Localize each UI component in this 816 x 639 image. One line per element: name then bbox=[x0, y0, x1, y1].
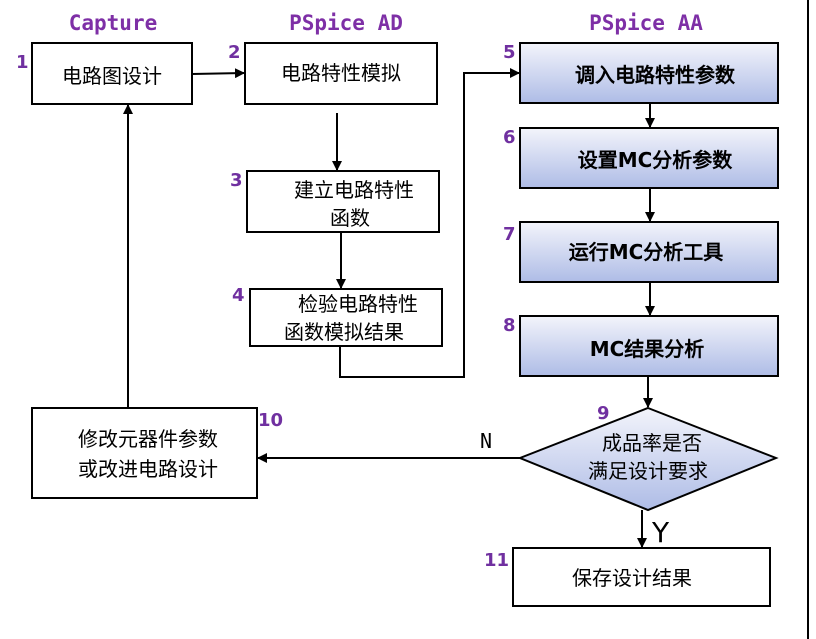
step-3-label-line2: 函数 bbox=[330, 206, 370, 230]
step-2-label: 电路特性模拟 bbox=[281, 61, 401, 85]
step-3-label-line1: 建立电路特性 bbox=[294, 178, 414, 202]
step-6-label: 设置MC分析参数 bbox=[578, 148, 734, 172]
branch-no-label: N bbox=[480, 429, 492, 453]
arrow-1-to-2 bbox=[191, 68, 245, 79]
step-7-number: 7 bbox=[503, 224, 516, 245]
step-4-number: 4 bbox=[232, 285, 245, 306]
header-capture: Capture bbox=[69, 11, 158, 35]
step-8-box bbox=[519, 315, 779, 377]
step-2-number: 2 bbox=[228, 42, 241, 63]
step-8-number: 8 bbox=[503, 315, 516, 336]
step-10-box bbox=[31, 407, 258, 499]
step-4-label-line1: 检验电路特性 bbox=[298, 292, 418, 316]
header-pspice-aa: PSpice AA bbox=[589, 11, 703, 35]
branch-yes-label: Y bbox=[651, 516, 670, 549]
step-9-label-line1: 成品率是否 bbox=[602, 431, 702, 455]
step-1-label: 电路图设计 bbox=[62, 64, 162, 88]
step-9-label-line2: 满足设计要求 bbox=[588, 459, 708, 483]
step-4-label-line2: 函数模拟结果 bbox=[284, 320, 404, 344]
step-6-number: 6 bbox=[503, 127, 516, 148]
step-5-label: 调入电路特性参数 bbox=[575, 63, 736, 87]
header-pspice-ad: PSpice AD bbox=[289, 11, 403, 35]
step-9-decision-diamond bbox=[517, 406, 779, 512]
step-9-number: 9 bbox=[597, 403, 610, 424]
step-5-number: 5 bbox=[503, 42, 516, 63]
step-10-label-line2: 或改进电路设计 bbox=[78, 457, 218, 481]
step-8-label: MC结果分析 bbox=[590, 337, 705, 361]
step-6-box bbox=[519, 127, 779, 189]
arrow-4-to-5 bbox=[339, 68, 520, 378]
step-11-box bbox=[512, 547, 771, 607]
step-10-number: 10 bbox=[258, 410, 283, 431]
step-3-box bbox=[246, 170, 440, 233]
step-7-label: 运行MC分析工具 bbox=[569, 240, 724, 264]
step-10-label-line1: 修改元器件参数 bbox=[78, 427, 218, 451]
step-11-label: 保存设计结果 bbox=[572, 566, 692, 590]
step-2-box bbox=[244, 42, 438, 105]
step-7-box bbox=[519, 221, 779, 283]
step-1-number: 1 bbox=[16, 52, 29, 73]
step-11-number: 11 bbox=[484, 550, 509, 571]
step-5-box bbox=[519, 42, 779, 104]
step-3-number: 3 bbox=[230, 170, 243, 191]
step-4-box bbox=[249, 288, 443, 347]
